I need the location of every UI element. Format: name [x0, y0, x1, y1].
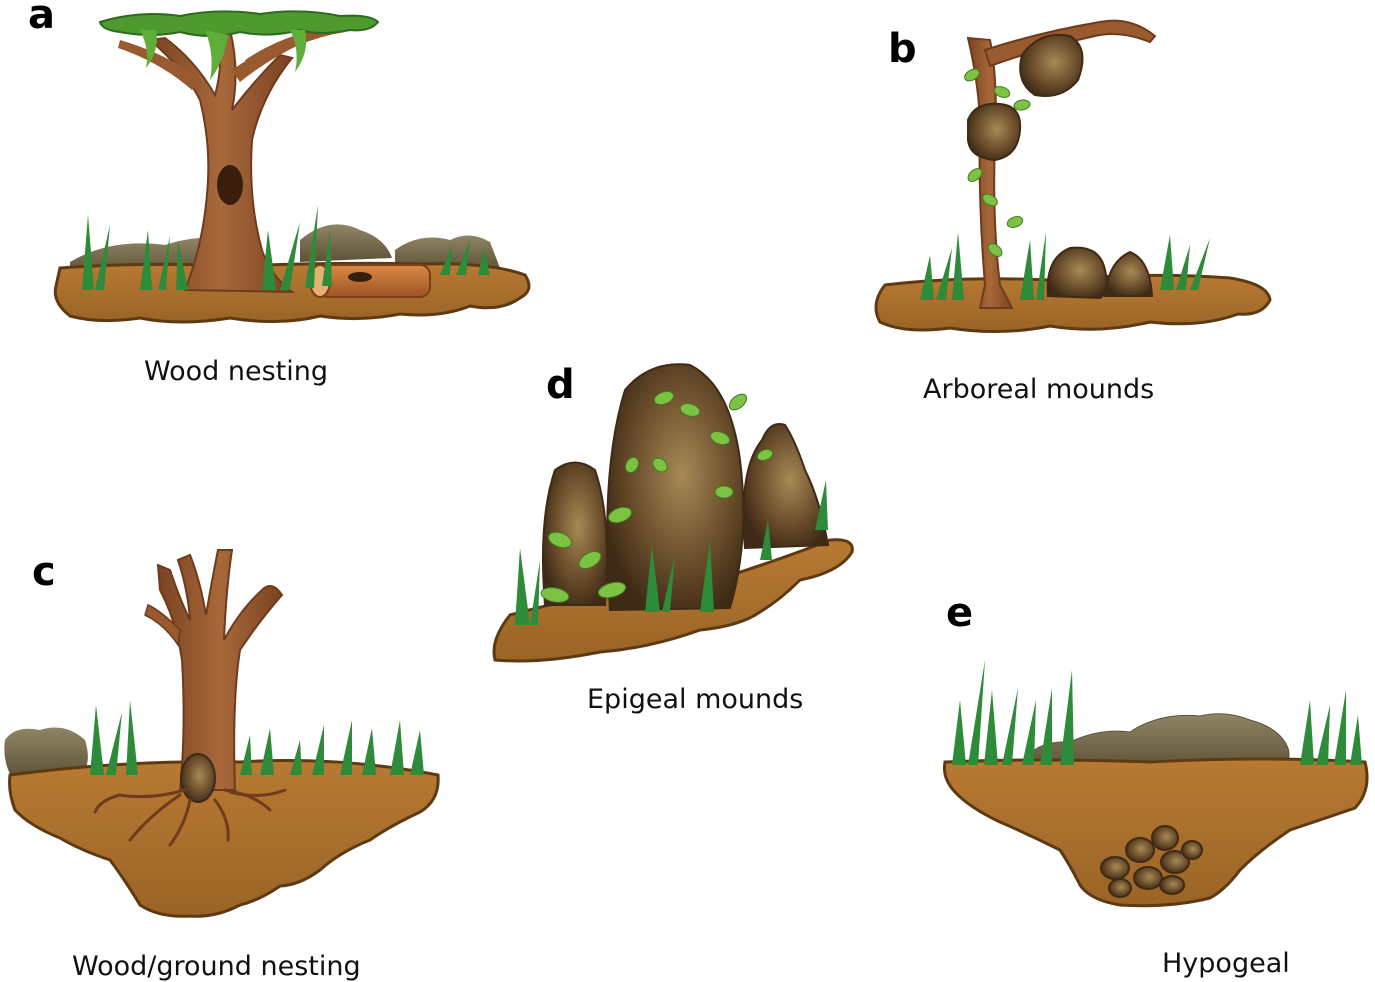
- panel-b-caption: Arboreal mounds: [923, 374, 1154, 405]
- panel-a-caption: Wood nesting: [144, 356, 328, 387]
- panel-d-illustration: [492, 363, 854, 663]
- dead-tree-trunk: [156, 549, 284, 791]
- fallen-log: [317, 264, 431, 298]
- panel-c: c: [4, 549, 440, 982]
- ground-nest: [180, 753, 216, 803]
- ground-mound: [1103, 250, 1154, 297]
- tree-branch: [118, 40, 200, 90]
- tree-hollow: [217, 165, 243, 205]
- panel-c-illustration: [4, 549, 440, 918]
- panel-a-illustration: [53, 10, 531, 324]
- panel-e-caption: Hypogeal: [1162, 948, 1290, 979]
- soil-platform: [8, 759, 440, 918]
- panel-b-letter: b: [888, 26, 917, 72]
- rock: [4, 727, 88, 778]
- hanging-moss: [290, 30, 307, 72]
- panel-e-letter: e: [946, 590, 973, 636]
- panel-a-letter: a: [28, 0, 55, 38]
- grass-tufts: [952, 660, 1362, 765]
- panel-b-illustration: [874, 19, 1272, 334]
- arboreal-mound: [967, 102, 1022, 162]
- grass-tufts: [82, 205, 490, 290]
- hypogeal-chambers: [1100, 825, 1203, 898]
- grass-tufts: [920, 232, 1210, 300]
- grass-tufts: [90, 700, 424, 775]
- tree-roots: [93, 788, 287, 847]
- climbing-leaves: [540, 390, 774, 603]
- panel-b: b: [874, 19, 1272, 405]
- arboreal-mound: [1019, 33, 1084, 97]
- panel-d: d: [492, 362, 854, 715]
- tree-branch: [245, 25, 345, 72]
- grass-tufts: [515, 480, 828, 625]
- log-hollow: [348, 272, 372, 282]
- panel-c-letter: c: [32, 549, 56, 595]
- panel-d-caption: Epigeal mounds: [587, 684, 803, 715]
- panel-e: e: [943, 590, 1369, 979]
- tree-canopy: [98, 10, 380, 37]
- panel-c-caption: Wood/ground nesting: [72, 951, 361, 982]
- hanging-moss: [140, 30, 157, 68]
- tree-branch: [144, 603, 181, 648]
- rock: [395, 235, 500, 270]
- rock: [300, 224, 392, 262]
- vine-leaves: [964, 68, 1031, 257]
- panel-a: a: [28, 0, 531, 387]
- panel-e-illustration: [943, 660, 1369, 908]
- hanging-moss: [205, 30, 228, 80]
- panel-d-letter: d: [546, 362, 575, 408]
- ground-mound: [1046, 246, 1108, 300]
